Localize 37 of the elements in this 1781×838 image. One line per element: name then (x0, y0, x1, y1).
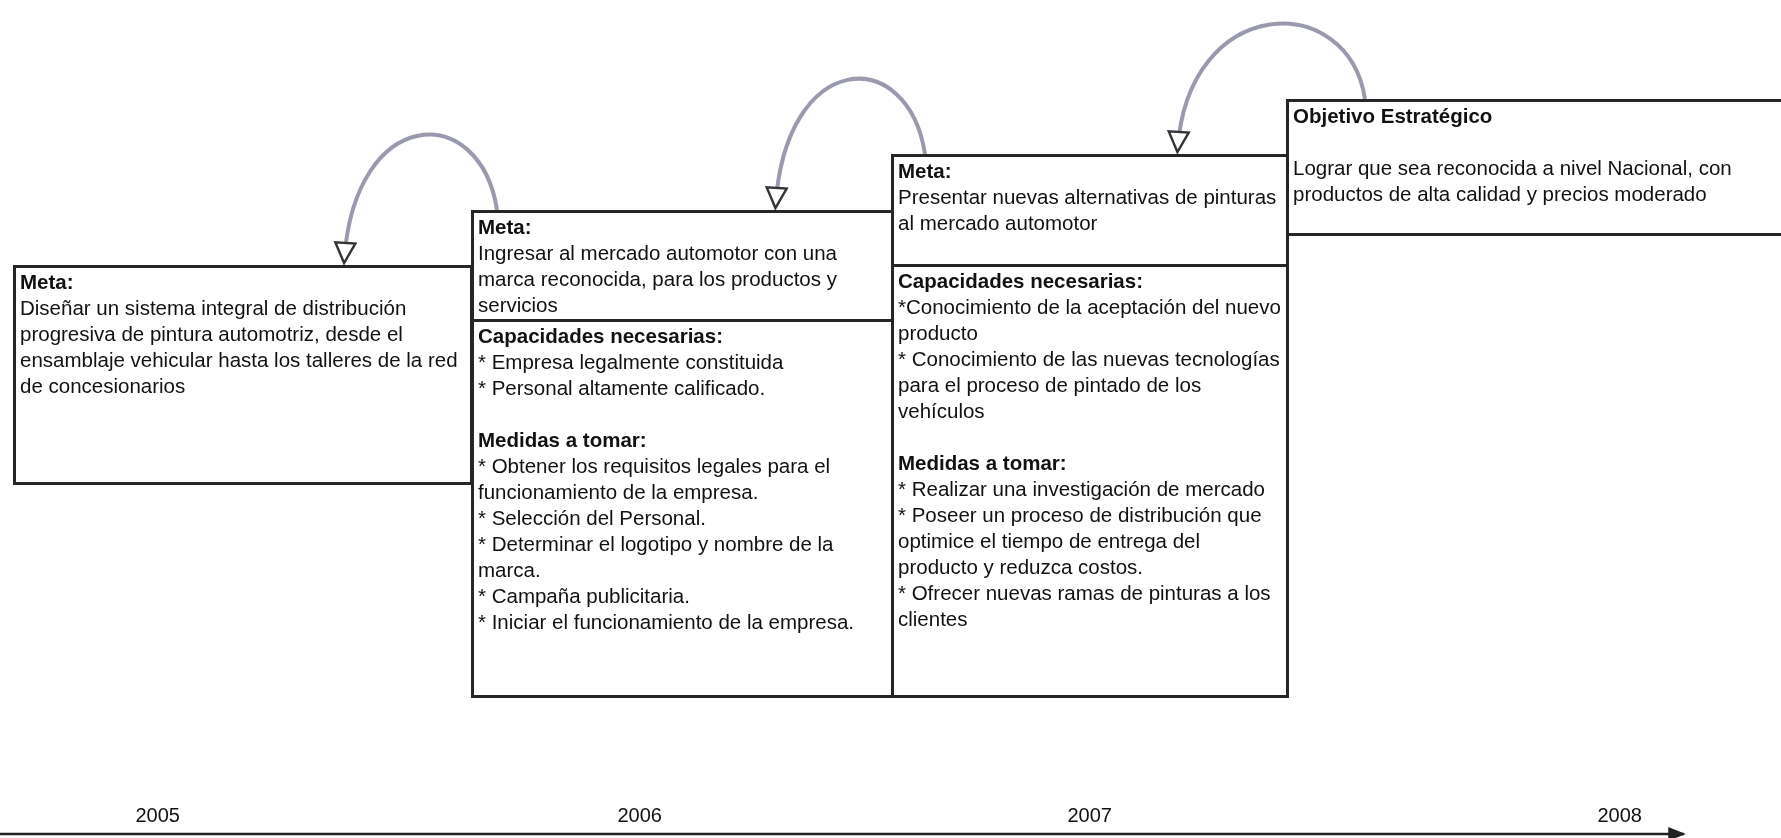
bullet-item: * Iniciar el funcionamiento de la empresa. (478, 609, 856, 635)
bullet-item: * Determinar el logotipo y nombre de la marca. (478, 531, 835, 583)
goal-text: Presentar nuevas alternativas de pinturas al mercado automotor (898, 184, 1278, 236)
goal-box (471, 210, 894, 322)
bullet-item: *Conocimiento de la aceptación del nuevo producto (898, 294, 1282, 346)
year-label: 2008 (1597, 803, 1642, 827)
bullet-item: * Conocimiento de las nuevas tecnologías para el proceso de pintado de los vehículos (898, 346, 1281, 424)
curved-arrow (335, 133, 499, 265)
year-label: 2007 (1067, 803, 1112, 827)
requirements-box (471, 319, 894, 698)
objective-box (1286, 99, 1781, 236)
section-heading: Medidas a tomar: (478, 427, 648, 453)
section-heading: Meta: (898, 158, 953, 184)
year-label: 2006 (617, 803, 662, 827)
bullet-item: * Obtener los requisitos legales para el funcionamiento de la empresa. (478, 453, 832, 505)
goal-text: Ingresar al mercado automotor con una marca reconocida, para los productos y servicios (478, 240, 838, 318)
goal-text: Diseñar un sistema integral de distribución progresiva de pintura automotriz, desde el ensamblaje vehicular hasta los talleres de la red de concesionarios (20, 295, 459, 399)
bullet-item: * Ofrecer nuevas ramas de pinturas a los clientes (898, 580, 1272, 632)
goal-box (891, 154, 1289, 267)
bullet-item: * Realizar una investigación de mercado (898, 476, 1266, 502)
bullet-item: * Poseer un proceso de distribución que optimice el tiempo de entrega del producto y reduzca costos. (898, 502, 1263, 580)
section-heading: Objetivo Estratégico (1293, 103, 1494, 129)
year-label: 2005 (135, 803, 180, 827)
section-heading: Medidas a tomar: (898, 450, 1068, 476)
curved-arrow (1169, 22, 1367, 154)
bullet-item: * Selección del Personal. (478, 505, 707, 531)
section-heading: Capacidades necesarias: (898, 268, 1144, 294)
section-heading: Capacidades necesarias: (478, 323, 724, 349)
requirements-box (891, 264, 1289, 698)
goal-box (13, 265, 473, 485)
curved-arrow (766, 77, 927, 210)
section-heading: Meta: (478, 214, 533, 240)
section-heading: Meta: (20, 269, 75, 295)
goal-text: Lograr que sea reconocida a nivel Nacional, con productos de alta calidad y precios moderado (1293, 155, 1733, 207)
bullet-item: * Campaña publicitaria. (478, 583, 691, 609)
bullet-item: * Personal altamente calificado. (478, 375, 767, 401)
bullet-item: * Empresa legalmente constituida (478, 349, 785, 375)
